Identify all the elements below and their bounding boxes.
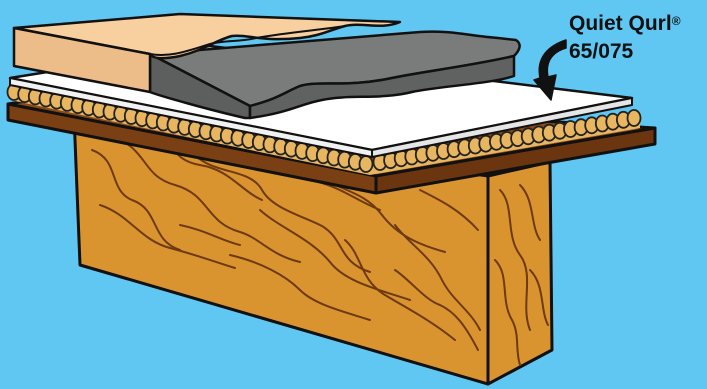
- wood-flooring: [12, 12, 402, 94]
- joist-end-face: [486, 160, 554, 386]
- registered-trademark: ®: [671, 14, 681, 28]
- wood-flooring-front: [12, 26, 152, 94]
- product-name: Quiet Qurl: [569, 12, 672, 35]
- coil-band-fill: [10, 88, 640, 175]
- quiet-qurl-mat: [6, 83, 642, 175]
- stone-tile: [148, 30, 521, 120]
- callout-arrow-body: [533, 39, 567, 101]
- product-label: Quiet Qurl®: [569, 12, 681, 36]
- coil-loops-right: [372, 109, 642, 171]
- callout-arrow: [533, 39, 567, 101]
- membrane-right-edge: [371, 97, 633, 158]
- wood-flooring-seam: [149, 25, 346, 56]
- tile-side-face: [248, 54, 516, 120]
- product-code: 65/075: [569, 40, 634, 63]
- coil-loop: [626, 109, 642, 127]
- joist-end-grain: [494, 184, 549, 366]
- coil-loops-front: [6, 83, 374, 173]
- tile-front-face: [148, 52, 252, 120]
- subfloor-right-edge: [374, 126, 657, 195]
- coil-loop: [358, 155, 374, 173]
